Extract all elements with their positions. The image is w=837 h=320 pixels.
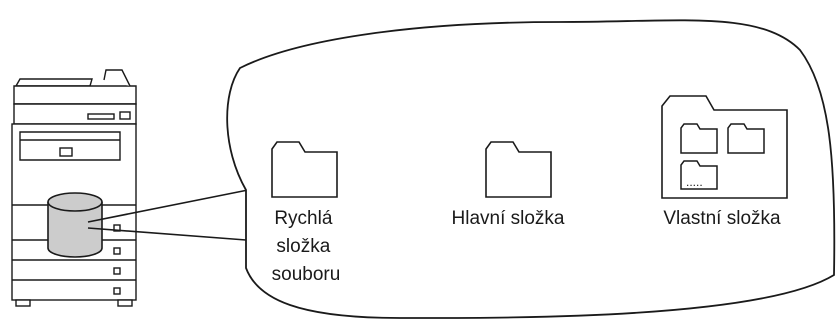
quick-folder-label-line3: souboru	[272, 264, 341, 285]
subfolder-ellipsis: .....	[686, 175, 703, 189]
quick-folder-label: Rychlá složka souboru	[272, 208, 341, 285]
printer-illustration	[11, 69, 137, 307]
quick-folder-group: Rychlá složka souboru	[271, 141, 341, 285]
main-folder-label: Hlavní složka	[452, 208, 565, 229]
folder-icon	[485, 141, 552, 198]
custom-folder-label: Vlastní složka	[663, 208, 781, 229]
subfolder-icon	[727, 123, 765, 154]
subfolder-icon	[680, 160, 718, 190]
callout-lines	[87, 189, 249, 241]
hard-disk-icon	[47, 192, 103, 258]
main-folder-group: Hlavní složka	[452, 141, 565, 229]
quick-folder-label-line1: Rychlá	[274, 208, 333, 229]
subfolder-icon	[680, 123, 718, 154]
quick-folder-label-line2: složka	[276, 236, 330, 257]
custom-folder-group: ..... Vlastní složka	[661, 95, 788, 229]
folder-icon	[271, 141, 338, 198]
